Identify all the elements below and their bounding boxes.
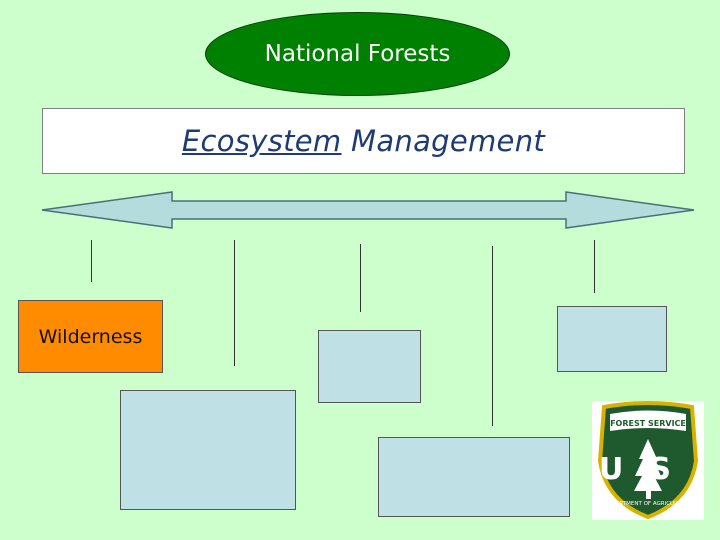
connector-line-5 bbox=[594, 240, 595, 293]
empty-box-2 bbox=[318, 330, 421, 403]
ecosystem-word: Ecosystem bbox=[181, 124, 342, 158]
connector-line-4 bbox=[492, 246, 493, 426]
logo-bottom-text: DEPARTMENT OF AGRICULTURE bbox=[605, 501, 692, 507]
national-forests-ellipse: National Forests bbox=[205, 12, 510, 96]
wilderness-box: Wilderness bbox=[18, 300, 163, 373]
empty-box-3 bbox=[378, 437, 570, 517]
double-arrow-shape bbox=[41, 191, 695, 229]
connector-line-3 bbox=[360, 244, 361, 312]
logo-letters: US bbox=[599, 452, 697, 487]
management-word: Management bbox=[351, 124, 546, 158]
empty-box-1 bbox=[120, 390, 296, 510]
empty-box-4 bbox=[557, 306, 667, 372]
forest-service-shield-icon: FOREST SERVICE US DEPARTMENT OF AGRICULT… bbox=[597, 401, 699, 520]
logo-top-text: FOREST SERVICE bbox=[610, 419, 686, 428]
ecosystem-management-title: Ecosystem Management bbox=[182, 124, 545, 158]
ecosystem-management-box: Ecosystem Management bbox=[42, 108, 685, 174]
connector-line-2 bbox=[234, 240, 235, 366]
forest-service-logo: FOREST SERVICE US DEPARTMENT OF AGRICULT… bbox=[592, 401, 704, 520]
national-forests-label: National Forests bbox=[264, 41, 451, 67]
connector-line-1 bbox=[91, 240, 92, 282]
wilderness-label: Wilderness bbox=[38, 325, 143, 348]
